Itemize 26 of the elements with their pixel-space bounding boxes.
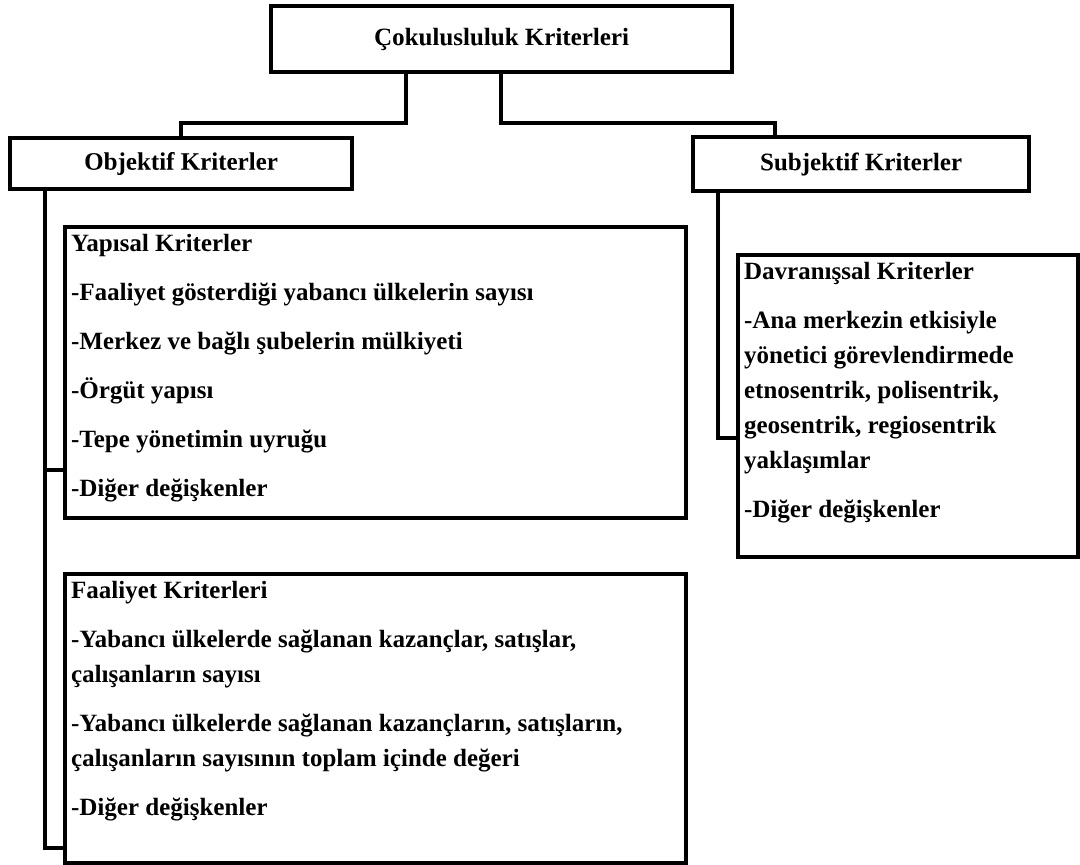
category-box — [691, 135, 1031, 193]
list-item: -Faaliyet gösterdiği yabancı ülkelerin sayısı — [71, 282, 534, 306]
list-item: -Diğer değişkenler — [71, 797, 267, 821]
category-box — [269, 4, 734, 74]
list-item: -Yabancı ülkelerde sağlanan kazançlar, satışlar, çalışanların sayısı — [71, 629, 576, 688]
list-item: -Örgüt yapısı — [71, 377, 213, 404]
list-item: -Yabancı ülkelerde sağlanan kazançların, satışların, çalışanların sayısının toplam içinde değeri — [71, 713, 622, 772]
box-heading: Faaliyet Kriterleri — [71, 580, 268, 604]
connector-line — [499, 74, 777, 135]
criteria-box — [63, 572, 688, 865]
criteria-box — [63, 225, 688, 520]
list-item: -Diğer değişkenler — [744, 499, 940, 523]
box-heading: Yapısal Kriterler — [71, 233, 252, 257]
list-item: -Merkez ve bağlı şubelerin mülkiyeti — [71, 331, 463, 355]
box-title: Çokulusluluk Kriterleri — [375, 27, 629, 51]
connector-line — [179, 74, 408, 136]
box-title: Objektif Kriterler — [85, 152, 278, 175]
list-item: -Diğer değişkenler — [71, 478, 267, 502]
category-box — [8, 136, 354, 191]
connector-line — [716, 193, 736, 440]
criteria-box — [736, 253, 1080, 559]
box-heading: Davranışsal Kriterler — [744, 261, 974, 285]
list-item: -Tepe yönetimin uyruğu — [71, 429, 327, 453]
connector-line — [43, 191, 63, 850]
list-item: -Ana merkezin etkisiyle yönetici görevlendirmede etnosentrik, polisentrik, geosentrik, regiosentrik yaklaşımlar — [744, 310, 1013, 474]
box-title: Subjektif Kriterler — [761, 152, 962, 176]
